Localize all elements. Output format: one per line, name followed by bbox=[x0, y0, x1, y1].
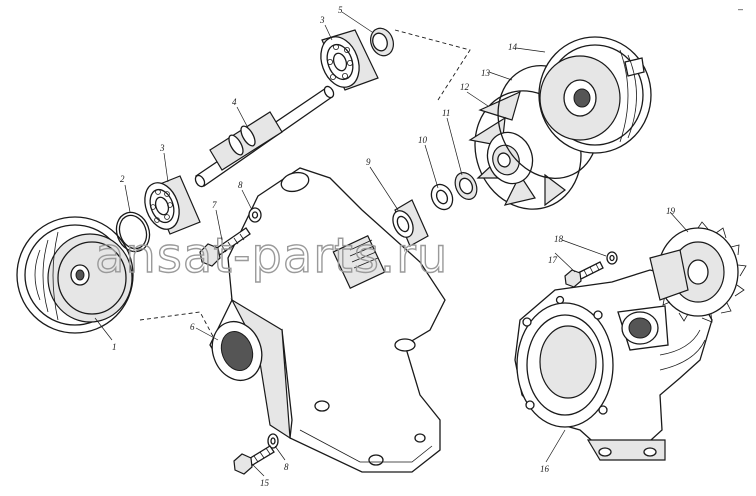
part-3-bearing-upper bbox=[320, 29, 379, 91]
part-16-pump-assembly bbox=[514, 269, 713, 461]
callout-12: 12 bbox=[460, 82, 470, 92]
callout-3-upper: 3 bbox=[319, 15, 325, 25]
part-14-pulley bbox=[538, 36, 652, 154]
callout-13: 13 bbox=[481, 68, 491, 78]
part-3-bearing-lower bbox=[144, 175, 201, 235]
callout-17: 17 bbox=[548, 255, 558, 265]
callout-18: 18 bbox=[554, 234, 564, 244]
part-18-washer bbox=[606, 251, 618, 265]
callout-14: 14 bbox=[508, 42, 518, 52]
corner-mark: – bbox=[738, 4, 743, 14]
callout-9: 9 bbox=[366, 157, 371, 167]
callout-8-upper: 8 bbox=[238, 180, 243, 190]
callout-7: 7 bbox=[212, 200, 217, 210]
part-1-pulley bbox=[16, 216, 134, 334]
callout-1: 1 bbox=[112, 342, 117, 352]
part-11-ring bbox=[454, 172, 478, 200]
part-7-bolt bbox=[199, 227, 251, 267]
callout-16: 16 bbox=[540, 464, 550, 474]
leader-lines bbox=[94, 11, 689, 477]
callout-labels: 1 2 3 3 4 5 6 7 8 8 9 10 11 12 13 14 15 … bbox=[112, 5, 676, 488]
callout-6: 6 bbox=[190, 322, 195, 332]
part-17-bolt bbox=[564, 261, 604, 288]
callout-15: 15 bbox=[260, 478, 270, 488]
part-19-gear bbox=[649, 221, 747, 323]
part-9-bushing bbox=[392, 199, 429, 247]
watermark-text: ansat-parts.ru bbox=[95, 228, 448, 284]
part-4-shaft bbox=[194, 85, 335, 188]
callout-3-lower: 3 bbox=[159, 143, 165, 153]
callout-8-lower: 8 bbox=[284, 462, 289, 472]
callout-11: 11 bbox=[442, 108, 450, 118]
part-8-washer-upper bbox=[248, 207, 262, 223]
callout-5: 5 bbox=[338, 5, 343, 15]
part-5-seal bbox=[370, 27, 394, 57]
part-8-washer-lower bbox=[267, 433, 279, 449]
callout-2: 2 bbox=[120, 174, 125, 184]
callout-19: 19 bbox=[666, 206, 676, 216]
part-15-bolt bbox=[233, 445, 275, 475]
part-10-ring bbox=[430, 183, 454, 211]
part-2-snap-ring bbox=[115, 211, 151, 253]
callout-4: 4 bbox=[232, 97, 237, 107]
part-6-housing bbox=[209, 167, 446, 473]
callout-10: 10 bbox=[418, 135, 428, 145]
